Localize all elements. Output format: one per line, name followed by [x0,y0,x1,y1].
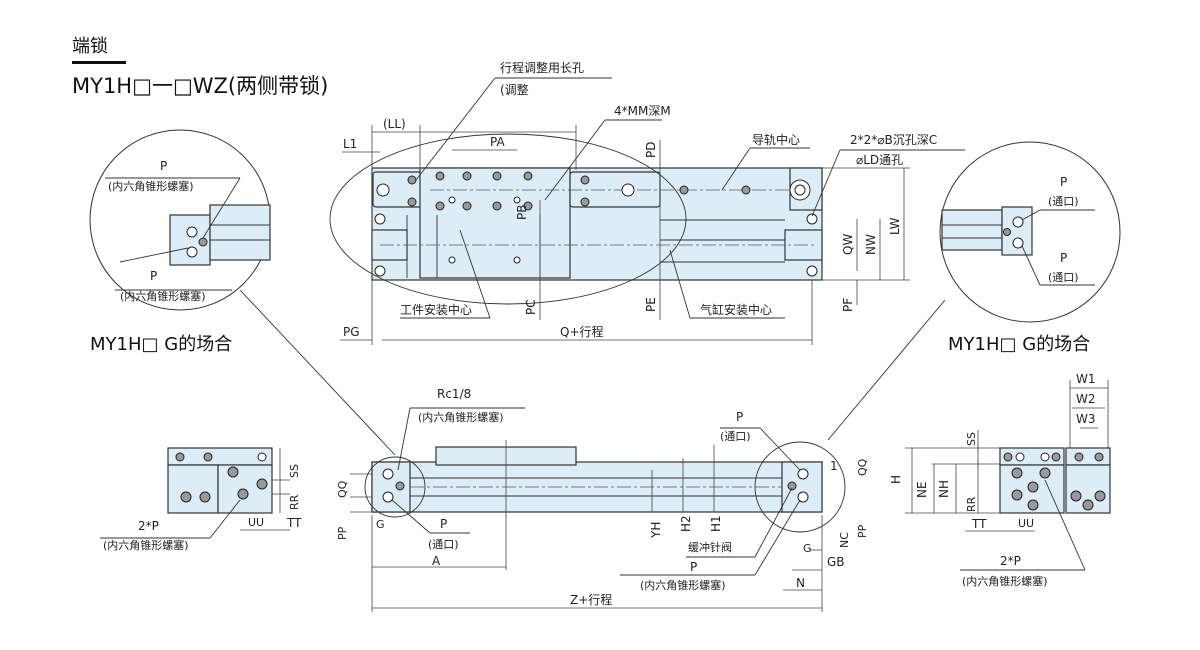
end-view-right [905,380,1111,571]
end-right-h: H [889,475,903,484]
rc-label: Rc1/8 [437,387,471,401]
section-title: 端锁 [72,36,108,57]
end-left-rr: RR [288,494,301,510]
detail-right-caption: MY1H□ G的场合 [948,334,1090,355]
cushion-label: 缓冲针阀 [688,540,732,554]
rc-note: (内六角锥形螺塞) [418,410,504,424]
q-stroke-label: Q+行程 [560,324,604,339]
slot-label: 行程调整用长孔 [500,60,584,75]
front-p-left: P [440,517,447,531]
top-view [329,133,823,305]
slot-label-2: (调整 [500,82,529,97]
detail-left-p1: P [160,159,167,173]
detail-left-p1-note: (内六角锥形螺塞) [108,179,194,193]
end-right-ne: NE [915,481,929,498]
end-right-w1: W1 [1076,372,1096,386]
front-p-right: P [736,410,743,424]
detail-left [89,129,271,311]
rail-center-label: 导轨中心 [752,132,800,147]
end-right-ss: SS [965,432,978,446]
front-p-plug-note: (内六角锥形螺塞) [640,578,726,592]
front-view-dimensions [350,407,823,612]
qq-left-label: QQ [336,480,349,498]
pa-label: PA [490,135,505,149]
pd-label: PD [644,142,658,158]
end-left-uu: UU [248,516,264,529]
pf-label: PF [841,298,855,312]
ll-label: (LL) [383,117,406,131]
front-p-right-note: (通口) [720,430,751,443]
h1-label: H1 [709,515,723,532]
detail-left-p2-note: (内六角锥形螺塞) [120,289,206,303]
end-right-nh: NH [937,480,951,498]
pp-left-label: PP [336,526,349,540]
end-left-p-note: (内六角锥形螺塞) [103,538,189,552]
top-view-dimensions [340,77,965,345]
qq-right-label: QQ [856,458,869,476]
z-stroke-label: Z+行程 [570,592,612,607]
l1-label: L1 [343,137,357,151]
nw-label: NW [864,234,878,255]
pg-label: PG [343,325,360,339]
front-p-plug: P [690,560,697,574]
pe-label: PE [644,297,658,312]
end-right-p-note: (内六角锥形螺塞) [962,574,1048,588]
end-left-p: 2*P [138,519,159,533]
nc-label: NC [838,532,851,548]
end-view-left [100,447,290,539]
h2-label: H2 [679,515,693,532]
end-right-rr: RR [965,496,978,512]
front-view [364,441,846,533]
lw-label: LW [888,217,902,235]
end-right-w2: W2 [1076,392,1096,406]
detail-right-p1: P [1060,175,1067,189]
detail-right-p1-note: (通口) [1048,195,1079,208]
pb-label: PB [515,205,529,220]
counterbore-label: 2*2*⌀B沉孔深C [850,133,937,147]
detail-left-p2: P [150,269,157,283]
detail-right-p2: P [1060,251,1067,265]
end-left-ss: SS [288,464,301,478]
end-right-tt: TT [971,517,987,531]
pp-right-label: PP [856,524,869,538]
model-title: MY1H□一□WZ(两侧带锁) [72,74,328,98]
a-label: A [432,554,441,568]
detail-right-p2-note: (通口) [1048,271,1079,284]
gb-label: GB [827,555,845,569]
n-label: N [796,576,805,590]
end-right-uu: UU [1018,517,1034,530]
g-left-label: G [376,518,385,531]
detail-right [939,141,1121,323]
end-right-p: 2*P [1000,554,1021,568]
front-p-left-note: (通口) [428,538,459,551]
pc-label: PC [524,299,538,315]
title-underline [72,61,126,64]
yh-label: YH [649,522,663,539]
end-left-tt: TT [286,516,302,530]
end-right-w3: W3 [1076,412,1096,426]
one-label: 1 [830,459,838,473]
qw-label: QW [841,234,855,255]
detail-left-caption: MY1H□ G的场合 [90,334,232,355]
work-center-label: 工件安装中心 [400,302,472,317]
g-right-label: G [803,542,812,555]
cylinder-center-label: 气缸安装中心 [700,302,772,317]
mm-label: 4*MM深M [614,104,671,118]
through-hole-label: ⌀LD通孔 [856,153,903,167]
